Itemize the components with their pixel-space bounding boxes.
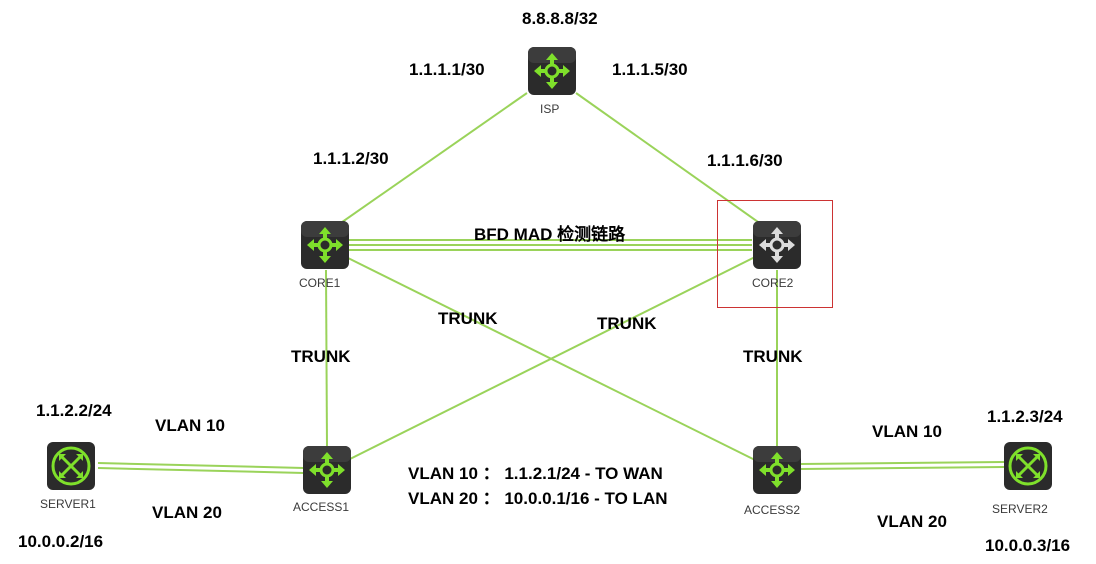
- bfd-link-label: BFD MAD 检测链路: [474, 225, 626, 244]
- selection-box: [717, 200, 833, 308]
- core1-ip-label: 1.1.1.2/30: [313, 149, 389, 168]
- router-icon[interactable]: [302, 445, 352, 495]
- trunk-core1-access2-label: TRUNK: [438, 309, 498, 328]
- vlan20-gateway-label: VLAN 20 ： 10.0.0.1/16 - TO LAN: [408, 489, 668, 508]
- device-server1[interactable]: [46, 441, 96, 491]
- server1-ip-v10-label: 1.1.2.2/24: [36, 401, 112, 420]
- device-label-access2: ACCESS2: [744, 503, 801, 517]
- device-access1[interactable]: [302, 445, 352, 495]
- link-access2-server2: [799, 461, 1005, 470]
- link-core1-access1: [325, 269, 328, 449]
- isp-ip-left-label: 1.1.1.1/30: [409, 60, 485, 79]
- device-label-server2: SERVER2: [992, 502, 1048, 516]
- device-label-core1: CORE1: [299, 276, 341, 290]
- isp-ip-right-label: 1.1.1.5/30: [612, 60, 688, 79]
- server2-vlan20-label: VLAN 20: [877, 512, 947, 531]
- server1-ip-v20-label: 10.0.0.2/16: [18, 532, 104, 551]
- router-icon[interactable]: [300, 220, 350, 270]
- server1-vlan10-label: VLAN 10: [155, 416, 225, 435]
- device-core1[interactable]: [300, 220, 350, 270]
- link-isp-core1: [324, 92, 528, 235]
- server2-ip-v20-label: 10.0.0.3/16: [985, 536, 1071, 555]
- device-label-core2: CORE2: [752, 276, 794, 290]
- device-label-access1: ACCESS1: [293, 500, 350, 514]
- vlan10-gateway-label: VLAN 10 ： 1.1.2.1/24 - TO WAN: [408, 464, 663, 483]
- core2-ip-label: 1.1.1.6/30: [707, 151, 783, 170]
- switch-icon[interactable]: [46, 441, 96, 491]
- device-label-isp: ISP: [540, 102, 560, 116]
- router-icon[interactable]: [752, 445, 802, 495]
- trunk-core1-access1-label: TRUNK: [291, 347, 351, 366]
- router-icon[interactable]: [752, 220, 802, 270]
- device-access2[interactable]: [752, 445, 802, 495]
- device-core2[interactable]: [752, 220, 802, 270]
- router-icon[interactable]: [527, 46, 577, 96]
- server2-vlan10-label: VLAN 10: [872, 422, 942, 441]
- server1-vlan20-label: VLAN 20: [152, 503, 222, 522]
- device-isp[interactable]: [527, 46, 577, 96]
- server2-ip-v10-label: 1.1.2.3/24: [987, 407, 1063, 426]
- link-server1-access1: [97, 462, 305, 474]
- isp-loopback-label: 8.8.8.8/32: [522, 9, 598, 28]
- link-bfd-mad: [348, 239, 752, 251]
- link-isp-core2: [575, 92, 776, 235]
- switch-icon[interactable]: [1003, 441, 1053, 491]
- device-server2[interactable]: [1003, 441, 1053, 491]
- trunk-core2-access2-label: TRUNK: [743, 347, 803, 366]
- device-label-server1: SERVER1: [40, 497, 96, 511]
- trunk-core2-access1-label: TRUNK: [597, 314, 657, 333]
- link-core2-access1: [347, 256, 756, 461]
